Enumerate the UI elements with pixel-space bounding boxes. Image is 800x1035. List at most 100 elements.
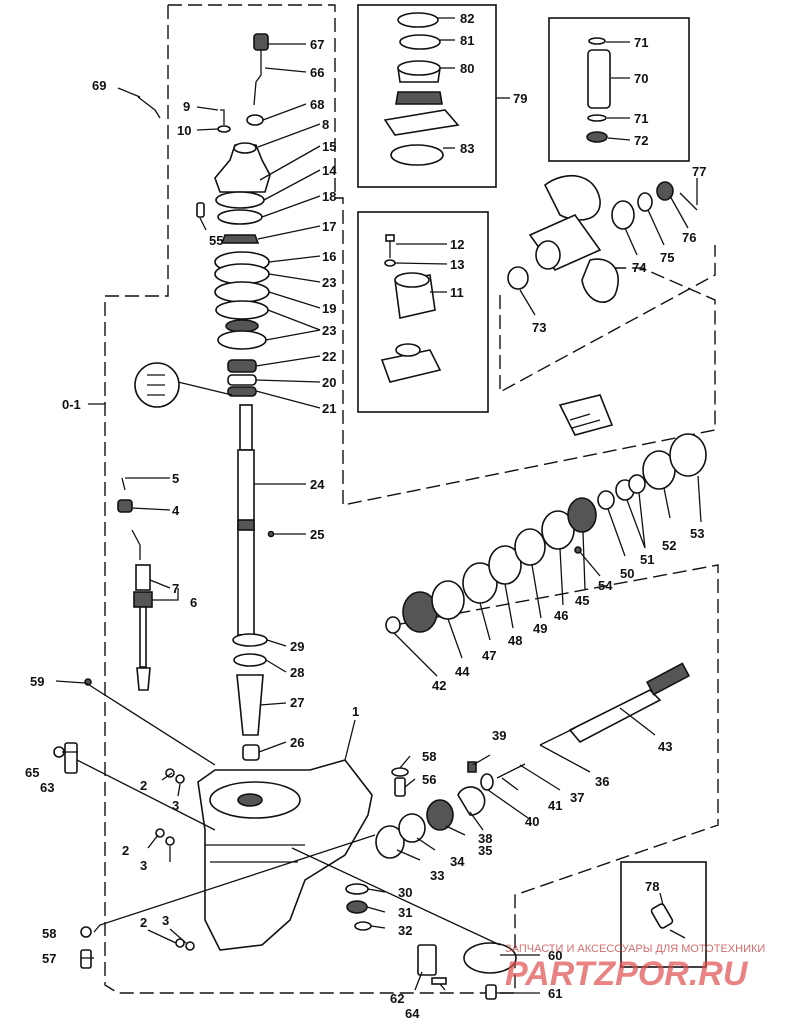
label-15: 15 (322, 139, 336, 154)
label-48: 48 (508, 633, 522, 648)
label-37: 37 (570, 790, 584, 805)
label-2b: 2 (122, 843, 129, 858)
label-3a: 3 (172, 798, 179, 813)
label-62: 62 (390, 991, 404, 1006)
leader-lines (55, 17, 702, 994)
label-71a: 71 (634, 35, 648, 50)
label-61: 61 (548, 986, 562, 1001)
label-12: 12 (450, 237, 464, 252)
label-49: 49 (533, 621, 547, 636)
label-24: 24 (310, 477, 325, 492)
label-55: 55 (209, 233, 223, 248)
label-25: 25 (310, 527, 324, 542)
label-36: 36 (595, 774, 609, 789)
bearing-34 (398, 813, 426, 843)
watermark-logo: PARTZPOR.RU (505, 955, 749, 993)
label-59: 59 (30, 674, 44, 689)
label-14: 14 (322, 163, 337, 178)
label-77: 77 (692, 164, 706, 179)
label-34: 34 (450, 854, 465, 869)
label-29: 29 (290, 639, 304, 654)
label-22: 22 (322, 349, 336, 364)
label-32: 32 (398, 923, 412, 938)
label-3c: 3 (162, 913, 169, 928)
label-42: 42 (432, 678, 446, 693)
label-6: 6 (190, 595, 197, 610)
label-16: 16 (322, 249, 336, 264)
label-78: 78 (645, 879, 659, 894)
label-3b: 3 (140, 858, 147, 873)
label-5: 5 (172, 471, 179, 486)
watermark: ЗАПЧАСТИ И АКСЕССУАРЫ ДЛЯ МОТОТЕХНИКИ PA… (505, 943, 765, 993)
label-47: 47 (482, 648, 496, 663)
watermark-caption: ЗАПЧАСТИ И АКСЕССУАРЫ ДЛЯ МОТОТЕХНИКИ (505, 943, 765, 955)
label-11: 11 (450, 285, 464, 300)
pump-housing-parts (380, 234, 442, 383)
label-9: 9 (183, 99, 190, 114)
label-43: 43 (658, 739, 672, 754)
shift-linkage (117, 477, 153, 691)
propshaft-group (457, 662, 691, 816)
label-38: 38 (478, 831, 492, 846)
label-54: 54 (598, 578, 613, 593)
label-4: 4 (172, 503, 180, 518)
driveshaft-assembly (214, 33, 275, 761)
label-39: 39 (492, 728, 506, 743)
label-20: 20 (322, 375, 336, 390)
label-8: 8 (322, 117, 329, 132)
label-52: 52 (662, 538, 676, 553)
label-2a: 2 (140, 778, 147, 793)
label-69: 69 (92, 78, 106, 93)
label-33: 33 (430, 868, 444, 883)
label-45: 45 (575, 593, 589, 608)
label-23a: 23 (322, 275, 336, 290)
label-51: 51 (640, 552, 654, 567)
label-46: 46 (554, 608, 568, 623)
label-72: 72 (634, 133, 648, 148)
label-26: 26 (290, 735, 304, 750)
label-21: 21 (322, 401, 336, 416)
label-19: 19 (322, 301, 336, 316)
propeller-group (507, 174, 698, 303)
seal-detail-circle (134, 362, 180, 408)
label-83: 83 (460, 141, 474, 156)
label-44: 44 (455, 664, 470, 679)
label-71b: 71 (634, 111, 648, 126)
label-30: 30 (398, 885, 412, 900)
label-2c: 2 (140, 915, 147, 930)
label-53: 53 (690, 526, 704, 541)
inset-box-pump-housing (357, 211, 489, 413)
shift-rod-coupler (253, 33, 269, 51)
part-78-sensor (650, 903, 686, 939)
label-58a: 58 (422, 749, 436, 764)
label-76: 76 (682, 230, 696, 245)
trim-tab-plate (64, 742, 78, 774)
label-28: 28 (290, 665, 304, 680)
label-64: 64 (405, 1006, 420, 1021)
label-50: 50 (620, 566, 634, 581)
water-pump-parts (383, 12, 460, 166)
label-41: 41 (548, 798, 562, 813)
inset-box-part-78 (620, 861, 707, 968)
bearing-cluster (385, 394, 707, 634)
label-23b: 23 (322, 323, 336, 338)
label-17: 17 (322, 219, 336, 234)
label-40: 40 (525, 814, 539, 829)
label-35: 35 (478, 843, 492, 858)
label-65: 65 (25, 765, 39, 780)
label-74: 74 (632, 260, 647, 275)
label-1: 1 (352, 704, 359, 719)
label-13: 13 (450, 257, 464, 272)
propeller-outline (499, 245, 716, 394)
cotter-pin (137, 96, 161, 119)
label-79: 79 (513, 91, 527, 106)
label-56: 56 (422, 772, 436, 787)
label-27: 27 (290, 695, 304, 710)
gear-35 (426, 799, 454, 831)
inset-box-cartridge (548, 17, 690, 162)
label-58b: 58 (42, 926, 56, 941)
group-outline (104, 4, 719, 994)
label-63: 63 (40, 780, 54, 795)
